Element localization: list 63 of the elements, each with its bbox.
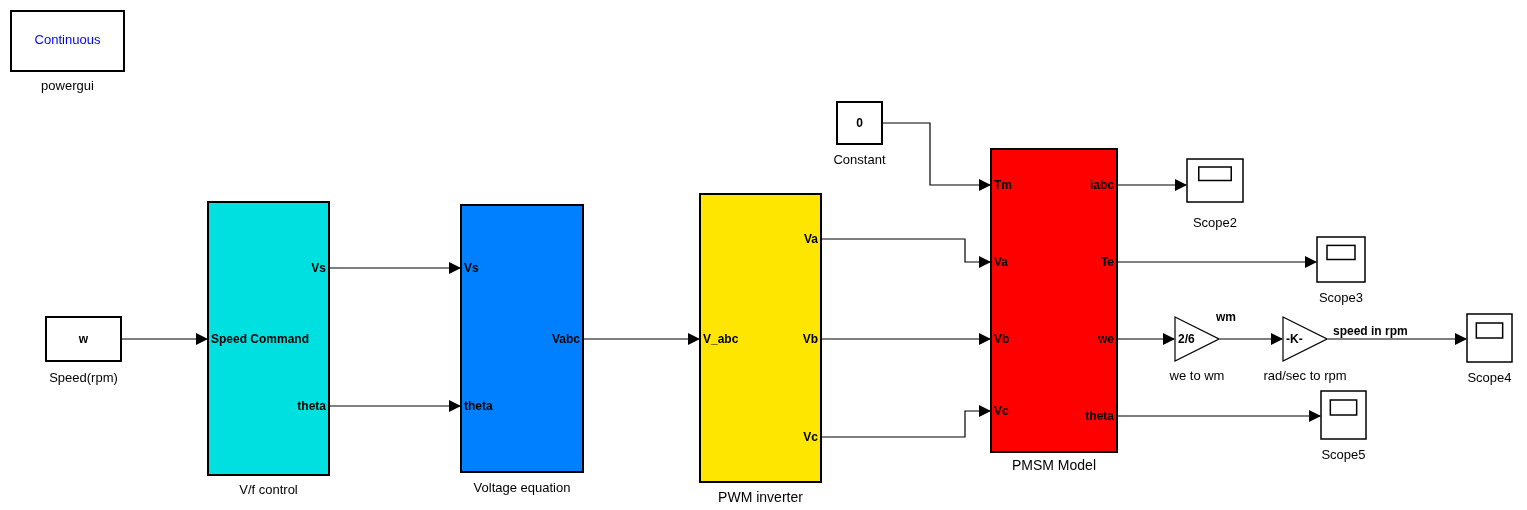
scope-block [1320,390,1367,440]
signal-line [821,333,991,345]
signal-line [1327,333,1467,345]
port-label: Vc [994,404,1009,418]
port-label: theta [464,399,493,413]
signal-line [1117,410,1321,422]
block-caption: PMSM Model [1012,458,1096,473]
edge-label: speed in rpm [1333,324,1408,338]
signal-line [882,122,991,191]
port-label: Vabc [551,332,580,346]
scope-block [1316,236,1366,283]
constant-block [836,101,883,145]
block-caption: Scope3 [1318,290,1364,305]
port-label: Vb [802,332,818,346]
port-label: Va [804,232,818,246]
port-label: Vs [311,261,326,275]
port-label: theta [1085,409,1114,423]
input-block [45,316,122,362]
block-value: w [77,332,90,346]
subsystem-block [990,148,1118,453]
port-label: Vs [464,261,479,275]
port-label: Speed Command [211,332,309,346]
port-label: theta [297,399,326,413]
signal-line [821,405,991,438]
port-label: Va [994,255,1008,269]
block-caption: rad/sec to rpm [1263,368,1347,383]
port-label: we [1098,332,1114,346]
block-caption: V/f control [239,482,298,497]
block-caption: we to wm [1169,368,1225,383]
signal-line [329,262,461,274]
block-caption: Speed(rpm) [49,370,118,385]
subsystem-block [699,193,822,483]
signal-line [821,238,991,268]
subsystem-block [460,204,584,473]
block-caption: powergui [41,78,94,93]
gain-value: -K- [1286,332,1303,346]
scope-block [1186,158,1244,203]
signal-line [1219,333,1283,345]
block-caption: Scope2 [1192,215,1238,230]
port-label: Vc [803,430,818,444]
port-label: iabc [1090,178,1114,192]
signal-line [583,333,700,345]
block-caption: Scope4 [1467,370,1512,385]
port-label: Te [1100,255,1114,269]
signal-line [1117,333,1175,345]
gain-block [1282,316,1328,362]
signal-line [329,400,461,412]
block-value: 0 [855,116,864,130]
port-label: Vb [994,332,1010,346]
settings-block [10,10,125,72]
port-label: Tm [994,178,1012,192]
block-caption: PWM inverter [718,490,803,505]
scope-block [1466,313,1513,363]
block-caption: Constant [833,152,886,167]
block-caption: Voltage equation [473,480,571,495]
gain-value: 2/6 [1178,332,1195,346]
block-caption: Scope5 [1321,447,1366,462]
port-label: V_abc [703,332,739,346]
signal-line [1117,256,1317,268]
signal-line [1117,179,1187,191]
signal-line [121,333,208,345]
block-value: Continuous [33,33,102,47]
subsystem-block [207,201,330,476]
